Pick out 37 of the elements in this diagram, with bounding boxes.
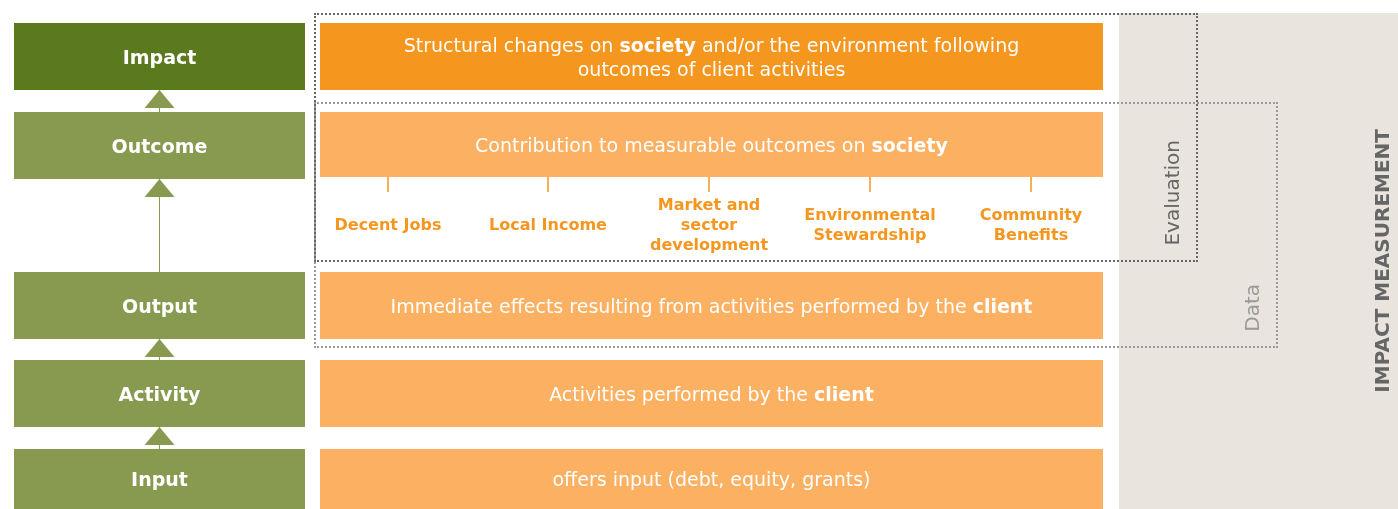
description-text: offers input (debt, equity, grants) — [552, 467, 871, 491]
category-label: Environmental Stewardship — [803, 205, 937, 245]
level-box — [14, 449, 305, 509]
description-box — [320, 112, 1103, 177]
description-box — [320, 23, 1103, 90]
description-box — [320, 449, 1103, 509]
chevron-arrow — [144, 89, 175, 113]
level-label: Input — [131, 468, 188, 490]
level-box — [14, 23, 305, 90]
level-box — [14, 112, 305, 179]
connector-line — [547, 176, 549, 193]
description-text: Immediate effects resulting from activities performed by the client — [390, 293, 1033, 318]
level-label: Outcome — [111, 134, 208, 157]
description-box — [320, 272, 1103, 339]
category-label: Market and sector development — [648, 195, 770, 255]
band-label: IMPACT MEASUREMENT — [1370, 129, 1394, 393]
connector-line — [869, 176, 871, 193]
category-label: Local Income — [489, 215, 607, 235]
connector-line — [387, 176, 389, 193]
frame-label: Evaluation — [1160, 140, 1184, 246]
level-label: Activity — [118, 382, 201, 405]
chevron-arrow — [144, 426, 175, 450]
description-text: Activities performed by the client — [549, 381, 874, 406]
connector-line — [1030, 176, 1032, 193]
level-box — [14, 360, 305, 427]
level-label: Output — [122, 294, 197, 317]
level-label: Impact — [122, 45, 197, 68]
category-label: Decent Jobs — [334, 215, 442, 235]
description-text: Contribution to measurable outcomes on society — [475, 132, 948, 157]
level-box — [14, 272, 305, 339]
connector-line — [708, 176, 710, 193]
category-label: Community Benefits — [978, 205, 1084, 245]
description-text: Structural changes on society and/or the environment following outcomes of client activities — [402, 32, 1021, 81]
description-box — [320, 360, 1103, 427]
frame-label: Data — [1240, 284, 1264, 332]
chevron-arrow — [144, 178, 175, 273]
chevron-arrow — [144, 338, 175, 361]
